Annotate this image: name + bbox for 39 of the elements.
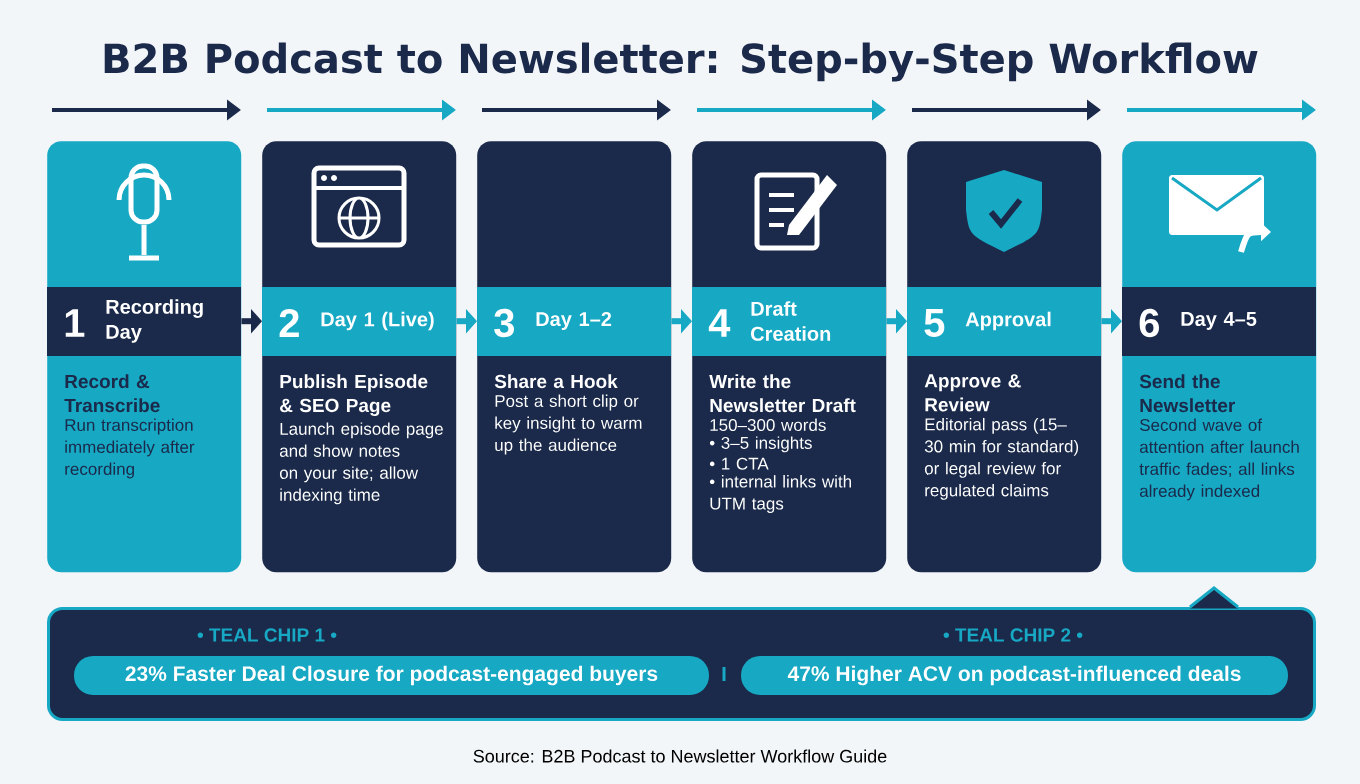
step-title: Write the Newsletter Draft xyxy=(709,374,856,413)
step-description: • 1 CTA xyxy=(709,457,769,470)
step-timing: Day 1 (Live) xyxy=(321,311,434,331)
step-timing: Day 4–5 xyxy=(1181,312,1257,330)
step-timing: Approval xyxy=(965,311,1051,331)
step-number: 1 xyxy=(65,309,85,337)
step-title: Approve & Review xyxy=(924,374,1021,412)
step-description: Run transcription immediately after recording xyxy=(65,418,195,479)
step-description: • internal links with UTM tags xyxy=(709,475,851,513)
step-description: Second wave of attention after launch traffic fades; all links already indexed xyxy=(1139,418,1299,501)
step-description: 150–300 words xyxy=(710,418,826,432)
step-number: 4 xyxy=(708,309,731,337)
step-title: Share a Hook xyxy=(494,374,618,389)
step-description: Launch episode page and show notes on your site; allow indexing time xyxy=(279,422,443,505)
step-number: 2 xyxy=(279,309,299,337)
step-description: • 3–5 insights xyxy=(709,436,812,453)
stat-chip: 47% Higher ACV on podcast-influenced deals xyxy=(741,656,1288,695)
step-card xyxy=(907,141,1102,573)
chip-heading: • TEAL CHIP 2 • xyxy=(943,628,1083,642)
step-description: Post a short clip or key insight to warm up the audience xyxy=(495,394,642,455)
step-description: Editorial pass (15–30 min for standard) or legal review for regulated claims xyxy=(924,417,1079,500)
stat-chip: 23% Faster Deal Closure for podcast-engaged buyers xyxy=(74,656,709,695)
step-timing: Draft Creation xyxy=(751,301,831,341)
source-note: Source: B2B Podcast to Newsletter Workflow Guide xyxy=(473,749,887,763)
step-timing: Day 1–2 xyxy=(536,311,612,331)
step-title: Publish Episode & SEO Page xyxy=(280,374,428,416)
step-card xyxy=(692,141,887,573)
title: B2B Podcast to Newsletter: Step-by-Step Workflow xyxy=(104,42,1258,82)
step-number: 6 xyxy=(1139,308,1159,338)
step-title: Send the Newsletter xyxy=(1139,374,1235,413)
step-card xyxy=(477,141,672,573)
step-card xyxy=(262,141,457,573)
step-card xyxy=(47,141,242,573)
step-number: 5 xyxy=(924,309,945,337)
step-timing: Recording Day xyxy=(106,299,203,343)
chip-heading: • TEAL CHIP 1 • xyxy=(197,628,337,642)
step-title: Record & Transcribe xyxy=(64,374,160,413)
step-card xyxy=(1122,141,1317,573)
step-number: 3 xyxy=(494,308,514,338)
